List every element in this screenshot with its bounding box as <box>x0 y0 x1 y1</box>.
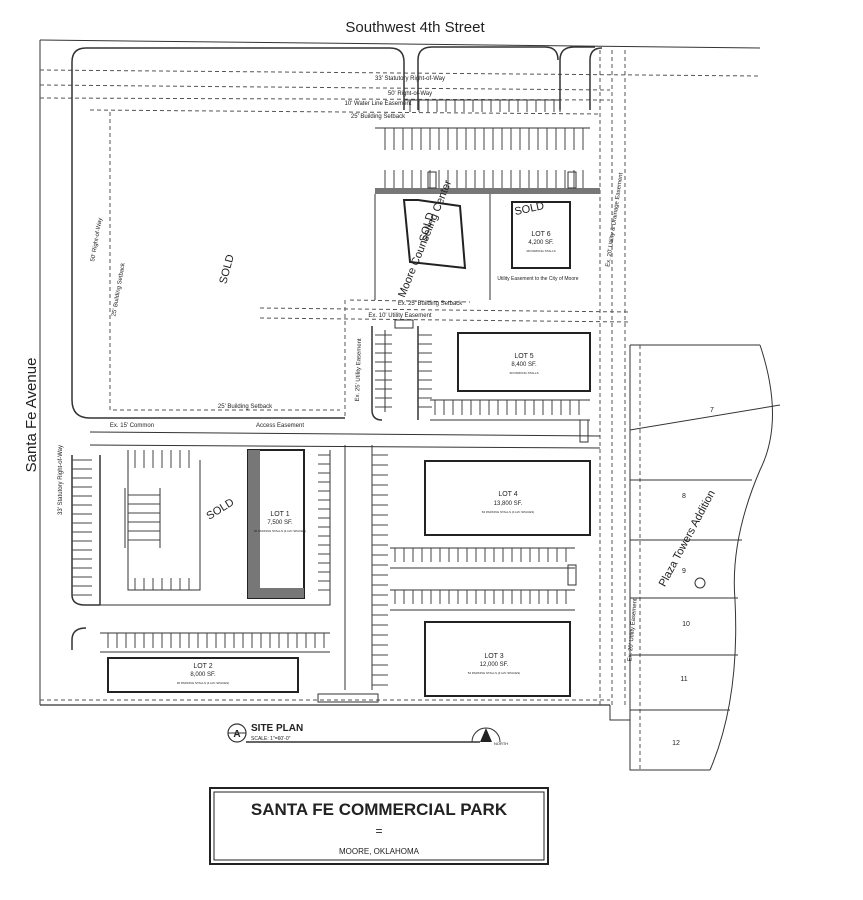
lot-5-area <box>371 319 591 443</box>
lot-6-name: LOT 6 <box>531 231 550 238</box>
lot-6-building <box>511 201 571 269</box>
lot-3-stalls: 54 PARKING STALLS (4 H/C SPACES) <box>468 671 521 675</box>
top-parking <box>375 99 600 194</box>
row-50-west-label: 50' Right-of-Way <box>90 218 104 263</box>
addition-name-label: Plaza Towers Addition <box>657 488 718 588</box>
lot-5-area: 8,400 SF. <box>511 362 537 368</box>
lot-1-sold-label: SOLD <box>205 496 237 522</box>
addition-lot-10: 10 <box>682 621 690 628</box>
lot-3-area: 12,000 SF. <box>480 662 509 668</box>
title-block-frame <box>209 787 549 865</box>
lot-6-stalls: 28 PARKING STALLS <box>526 249 555 253</box>
lot-1-area: 7,500 SF. <box>267 520 293 526</box>
lot-1-stalls: 35 PARKING STALLS (4 H/C SPACES) <box>254 529 307 533</box>
lot-2-name: LOT 2 <box>193 663 212 670</box>
lot-3-name: LOT 3 <box>484 653 503 660</box>
lot-1-area <box>71 445 388 690</box>
north-street-label: Southwest 4th Street <box>345 19 485 36</box>
site-plan-title: SITE PLAN <box>251 723 303 734</box>
south-jog <box>609 705 631 770</box>
lot-1-name: LOT 1 <box>270 511 289 518</box>
sold-large-label: SOLD <box>217 253 236 285</box>
lot-3-building <box>424 621 571 697</box>
addition-lot-11: 11 <box>680 676 687 683</box>
lot-4-stalls: 63 PARKING STALLS (4 H/C SPACES) <box>482 510 535 514</box>
site-plan-marker <box>227 723 501 743</box>
lot-4-name: LOT 4 <box>498 491 517 498</box>
lot-5-building <box>457 332 591 392</box>
lot-2-stalls: 36 PARKING STALLS (4 H/C SPACES) <box>177 681 230 685</box>
row-50-north-label: 50' Right-of-Way <box>388 91 432 97</box>
lot-4-area: 13,800 SF. <box>494 501 523 507</box>
title-block-mark: = <box>375 824 382 838</box>
addition-lot-12: 12 <box>672 740 680 747</box>
site-plan-marker-letter: A <box>233 729 240 740</box>
lot-4-area <box>390 460 591 611</box>
plaza-towers-addition <box>629 344 781 771</box>
setback-25-common-label: 25' Building Setback <box>218 404 273 410</box>
utility-city-label: Utility Easement to the City of Moore <box>497 276 578 282</box>
addition-lot-7: 7 <box>710 407 714 414</box>
west-street-label: Santa Fe Avenue <box>23 358 40 473</box>
lot-2-area: 8,000 SF. <box>190 672 216 678</box>
water-line-label: 10' Water Line Easement <box>345 101 412 107</box>
addition-lot-8: 8 <box>682 493 686 500</box>
common-15-label: Ex. 15' Common <box>110 423 154 429</box>
setback-25-west-label: 25' Building Setback <box>111 262 126 317</box>
site-plan-scale: SCALE: 1"=60'-0" <box>251 736 291 742</box>
north-driveways <box>71 46 603 110</box>
sold-parcel-outline <box>71 110 631 419</box>
lot-5-name: LOT 5 <box>514 353 533 360</box>
utility-25-label: Ex. 25' Utility Easement <box>355 338 363 402</box>
access-label: Access Easement <box>256 423 304 429</box>
utility-drainage-label: Ex. 20' Utility & Drainage Easement <box>605 172 624 267</box>
row-33-north-label: 33' Statutory Right-of-Way <box>375 76 445 82</box>
lot-5-stalls: 39 PARKING STALLS <box>509 371 538 375</box>
lot-6-area: 4,200 SF. <box>528 240 554 246</box>
setback-25-mid-label: Ex. 25' Building Setback <box>398 301 464 307</box>
lot-4-building <box>424 460 591 536</box>
title-block-name: SANTA FE COMMERCIAL PARK <box>251 800 508 819</box>
north-arrow-label: NORTH <box>494 741 508 746</box>
setback-25-north-label: 25' Building Setback <box>351 114 406 120</box>
utility-10-label: Ex. 10' Utility Easement <box>368 313 432 319</box>
property-boundary <box>39 39 761 706</box>
row-33-west-label: 33' Statutory Right-of-Way <box>58 445 64 515</box>
addition-lot-9: 9 <box>682 568 686 575</box>
utility-east-label: Ex. 20' Utility Easement <box>627 598 639 662</box>
lot-2-area <box>71 627 379 703</box>
title-block-location: MOORE, OKLAHOMA <box>339 847 420 856</box>
lot-2-building <box>107 657 299 693</box>
counseling-building <box>374 194 491 300</box>
